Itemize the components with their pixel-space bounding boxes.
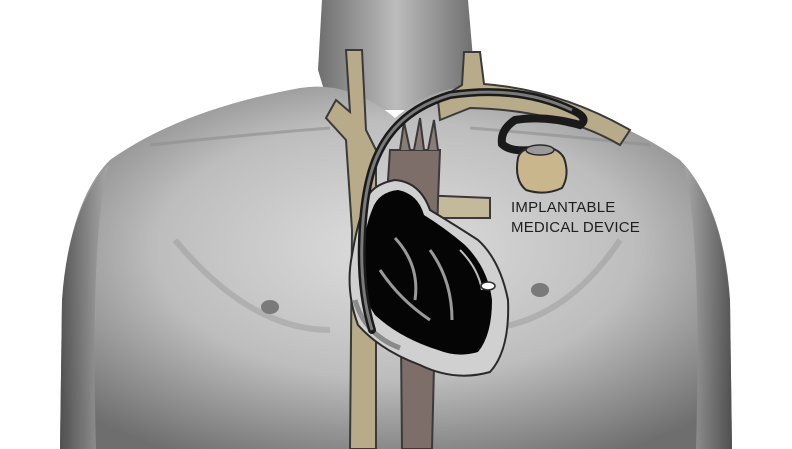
device-label-line-1: IMPLANTABLE [511,198,640,218]
implantable-device [517,145,567,193]
device-label-line-2: MEDICAL DEVICE [511,218,640,238]
device-label: IMPLANTABLE MEDICAL DEVICE [511,198,640,238]
